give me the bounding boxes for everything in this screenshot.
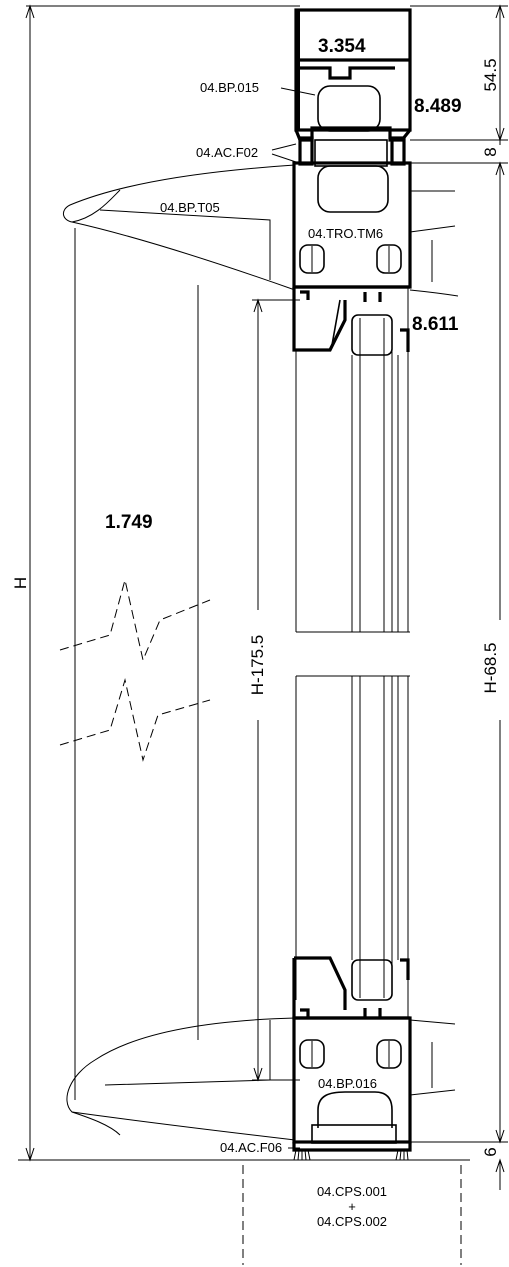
dimension-h: H	[11, 4, 300, 1162]
dimensions-right: 54.5 8 H-68.5 6	[410, 4, 509, 1190]
dimension-8: 8	[481, 147, 500, 156]
dimension-frame-label: H-68.5	[481, 642, 500, 693]
code-tro-label: 04.TRO.TM6	[308, 226, 383, 241]
profile-8489-label: 8.489	[414, 96, 462, 117]
dimension-h-label: H	[11, 577, 30, 589]
code-bp015-label: 04.BP.015	[200, 80, 259, 95]
code-bpt05-label: 04.BP.T05	[160, 200, 220, 215]
blind-slats	[63, 164, 459, 1141]
break-lines	[59, 579, 211, 762]
code-acf06-label: 04.AC.F06	[220, 1140, 282, 1155]
profile-3354-label: 3.354	[318, 36, 366, 57]
code-acf02-label: 04.AC.F02	[196, 145, 258, 160]
profile-8611-label: 8.611	[412, 314, 459, 335]
code-cps002-label: 04.CPS.002	[317, 1214, 387, 1229]
dimension-inner-label: H-175.5	[248, 635, 267, 695]
threshold-lines	[242, 1165, 462, 1265]
profile-1749-label: 1.749	[105, 512, 153, 533]
code-bp016-label: 04.BP.016	[318, 1076, 377, 1091]
dimension-inner: H-175.5	[240, 298, 300, 1082]
plus-label: +	[348, 1199, 356, 1214]
frame-profile	[292, 8, 412, 1161]
dimension-6: 6	[481, 1147, 500, 1156]
dimension-54-5: 54.5	[481, 58, 500, 91]
code-cps001-label: 04.CPS.001	[317, 1184, 387, 1199]
leaders	[271, 87, 316, 1149]
